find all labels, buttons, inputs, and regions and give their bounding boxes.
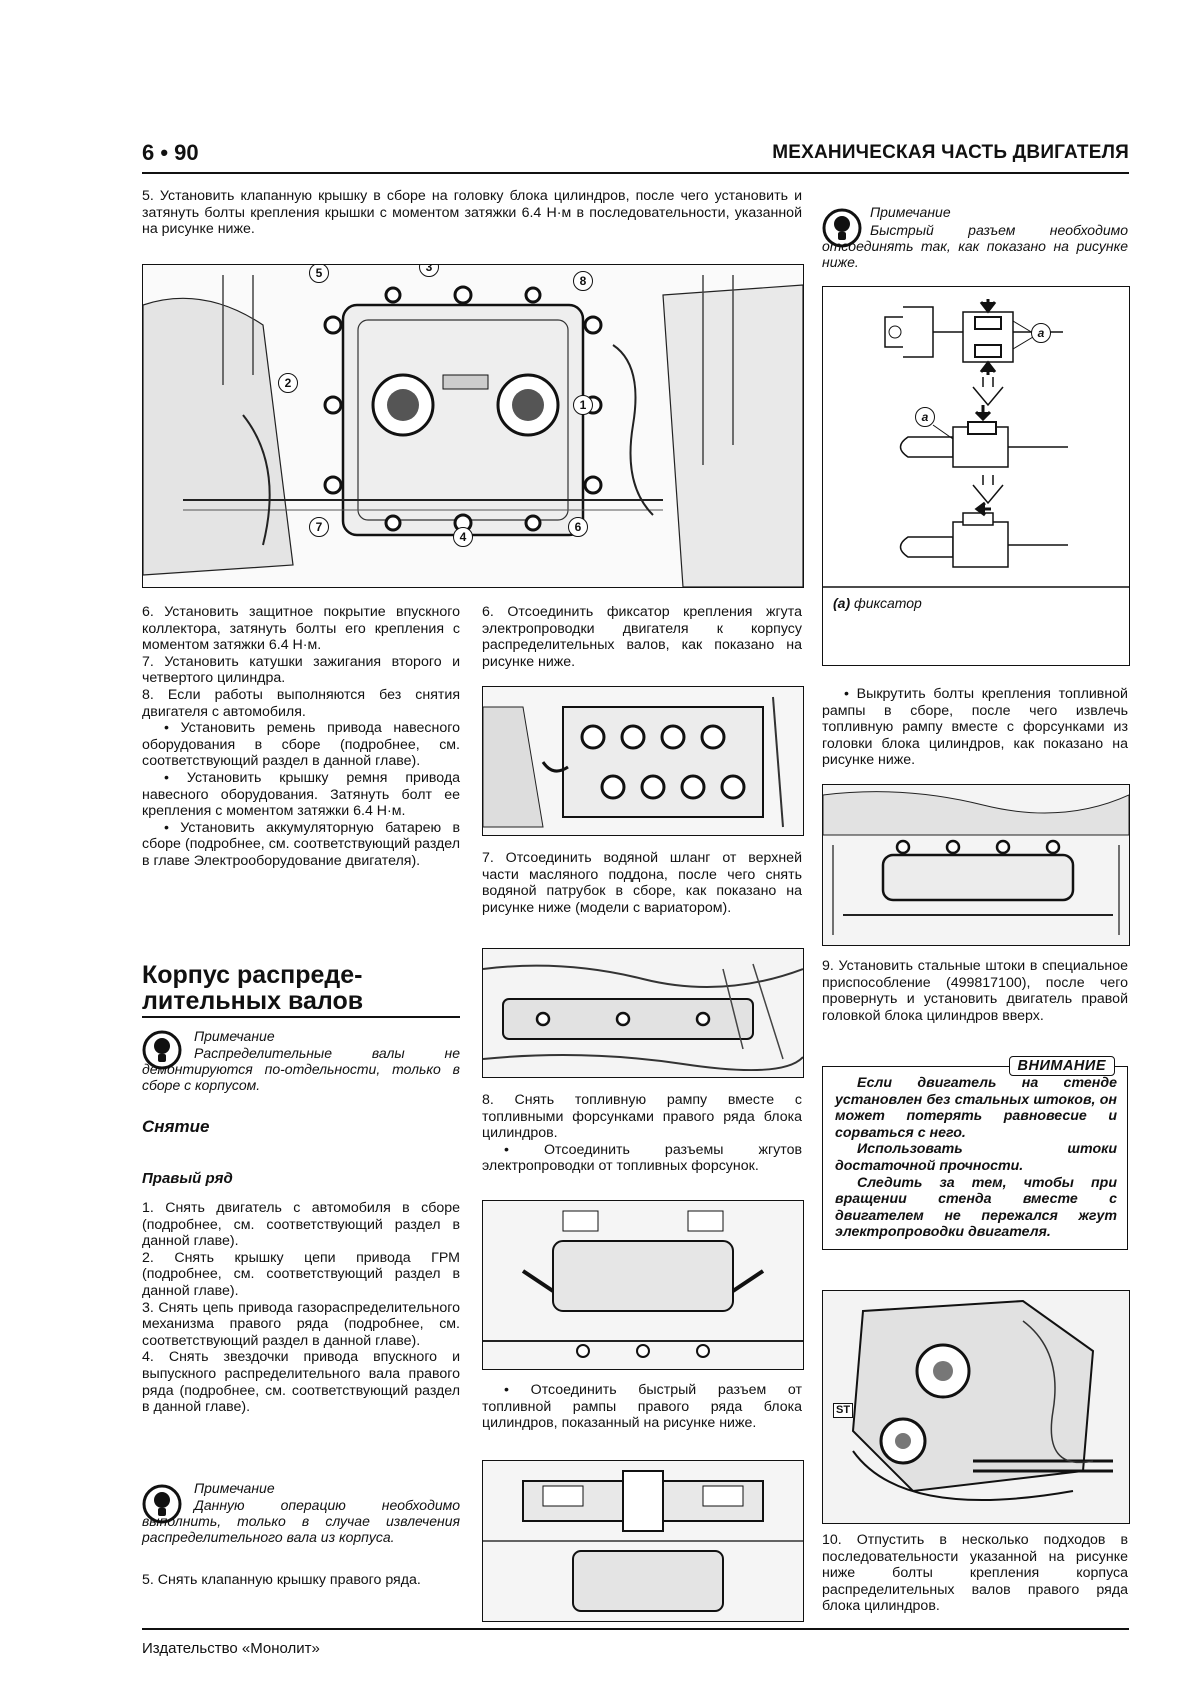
injector-connectors-drawing xyxy=(483,1201,803,1369)
water-pipe-drawing xyxy=(483,949,803,1077)
warning-box: ВНИМАНИЕ Если двигатель на стенде устано… xyxy=(822,1056,1128,1250)
fuel-rail-connector-figure xyxy=(482,1460,804,1622)
connector-caption: (а) фиксатор xyxy=(833,595,922,611)
middle-step-8: 8. Снять топливную рампу вместе с топлив… xyxy=(482,1092,802,1142)
quick-connector-figure: a a (а) фиксатор xyxy=(822,286,1130,666)
fuel-rail-connector-drawing xyxy=(483,1461,803,1621)
quick-connector-drawing xyxy=(823,299,1129,588)
note-info-icon xyxy=(822,208,862,248)
section-note-text: Распределительные валы не демонтируются … xyxy=(142,1045,460,1093)
removal-step-1: 1. Снять двигатель с автомобиля в сборе … xyxy=(142,1200,460,1250)
footer-rule xyxy=(142,1628,1129,1630)
bolt-sequence-badge-8: 8 xyxy=(573,271,593,291)
middle-step-6: 6. Отсоединить фиксатор крепления жгута … xyxy=(482,604,802,670)
note-info-icon xyxy=(142,1030,182,1070)
section-title-line-1: Корпус распреде- xyxy=(142,961,363,989)
step-5-install-text: 5. Установить клапанную крышку в сборе н… xyxy=(142,188,802,238)
removal-step-3: 3. Снять цепь привода газораспределитель… xyxy=(142,1299,460,1349)
warning-text: Если двигатель на стенде установлен без … xyxy=(835,1075,1117,1241)
left-bullet-1: • Установить ремень привода навесного об… xyxy=(142,720,460,770)
fuel-rail-removal-drawing xyxy=(823,785,1129,945)
warning-label: ВНИМАНИЕ xyxy=(1008,1056,1115,1076)
bolt-sequence-badge-2: 2 xyxy=(278,373,298,393)
middle-step-8-text: 8. Снять топливную рампу вместе с топлив… xyxy=(482,1092,802,1175)
removal-step-2: 2. Снять крышку цепи привода ГРМ (подроб… xyxy=(142,1249,460,1299)
middle-bullet-1: • Отсоединить разъемы жгутов электропров… xyxy=(482,1141,802,1175)
note2-text: Данную операцию необходимо выполнить, то… xyxy=(142,1497,460,1545)
removal-heading: Снятие xyxy=(142,1117,210,1136)
note2-title: Примечание xyxy=(194,1480,275,1496)
valve-cover-drawing xyxy=(143,265,803,587)
special-tool-label: ST xyxy=(833,1403,854,1418)
section-title-line-2: лительных валов xyxy=(142,987,364,1015)
bolt-sequence-badge-1: 1 xyxy=(573,395,593,415)
caption-text: фиксатор xyxy=(854,595,922,611)
middle-step-7: 7. Отсоединить водяной шланг от верхней … xyxy=(482,850,802,916)
left-bullet-2: • Установить крышку ремня привода навесн… xyxy=(142,769,460,820)
valve-cover-figure: 5 3 8 2 1 7 4 6 xyxy=(142,264,804,588)
harness-clip-figure xyxy=(482,686,804,836)
right-step-10: 10. Отпустить в несколько подходов в пос… xyxy=(822,1532,1128,1615)
bolt-sequence-badge-7: 7 xyxy=(309,517,329,537)
right-bullet-1-text: • Выкрутить болты крепления топливной ра… xyxy=(822,686,1128,769)
warning-line-2: Использовать штоки достаточной прочности… xyxy=(835,1141,1117,1174)
chapter-title: МЕХАНИЧЕСКАЯ ЧАСТЬ ДВИГАТЕЛЯ xyxy=(772,142,1129,163)
left-step-8: 8. Если работы выполняются без снятия дв… xyxy=(142,686,460,720)
right-bank-heading: Правый ряд xyxy=(142,1170,233,1187)
left-column-text: 6. Установить защитное покрытие впускног… xyxy=(142,604,460,870)
removal-steps: 1. Снять двигатель с автомобиля в сборе … xyxy=(142,1200,460,1416)
warning-line-1: Если двигатель на стенде установлен без … xyxy=(835,1075,1117,1141)
page-number: 6 • 90 xyxy=(142,140,199,165)
connector-callout-a2: a xyxy=(915,407,935,427)
engine-stand-figure: ST xyxy=(822,1290,1130,1524)
section-title: Корпус распреде- лительных валов xyxy=(142,962,460,1014)
removal-step-5: 5. Снять клапанную крышку правого ряда. xyxy=(142,1572,421,1588)
fuel-rail-removal-figure xyxy=(822,784,1130,946)
note-info-icon xyxy=(142,1484,182,1524)
removal-step-4: 4. Снять звездочки привода впускного и в… xyxy=(142,1349,460,1416)
injector-connectors-figure xyxy=(482,1200,804,1370)
engine-stand-drawing xyxy=(823,1291,1129,1523)
bolt-sequence-badge-6: 6 xyxy=(568,517,588,537)
section-rule xyxy=(142,1016,460,1018)
water-pipe-figure xyxy=(482,948,804,1078)
warning-line-3: Следить за тем, чтобы при вращении стенд… xyxy=(835,1174,1117,1241)
left-bullet-3: • Установить аккумуляторную батарею в сб… xyxy=(142,819,460,869)
right-step-9: 9. Установить стальные штоки в специальн… xyxy=(822,958,1128,1024)
note-quick-connector-text: Быстрый разъем необходимо отсоединять та… xyxy=(822,222,1128,270)
note-quick-connector-title: Примечание xyxy=(870,204,951,220)
middle-bullet-2-text: • Отсоединить быстрый разъем от топливно… xyxy=(482,1382,802,1432)
harness-clip-drawing xyxy=(483,687,803,835)
publisher-footer: Издательство «Монолит» xyxy=(142,1640,320,1657)
connector-callout-a1: a xyxy=(1031,323,1051,343)
middle-bullet-2: • Отсоединить быстрый разъем от топливно… xyxy=(482,1382,802,1432)
bolt-sequence-badge-4: 4 xyxy=(453,527,473,547)
left-step-6: 6. Установить защитное покрытие впускног… xyxy=(142,604,460,654)
bolt-sequence-badge-5: 5 xyxy=(309,265,329,283)
caption-label: (а) xyxy=(833,595,851,611)
left-step-7: 7. Установить катушки зажигания второго … xyxy=(142,653,460,687)
header-rule xyxy=(142,172,1129,174)
right-bullet-1: • Выкрутить болты крепления топливной ра… xyxy=(822,686,1128,769)
section-note-title: Примечание xyxy=(194,1028,275,1044)
